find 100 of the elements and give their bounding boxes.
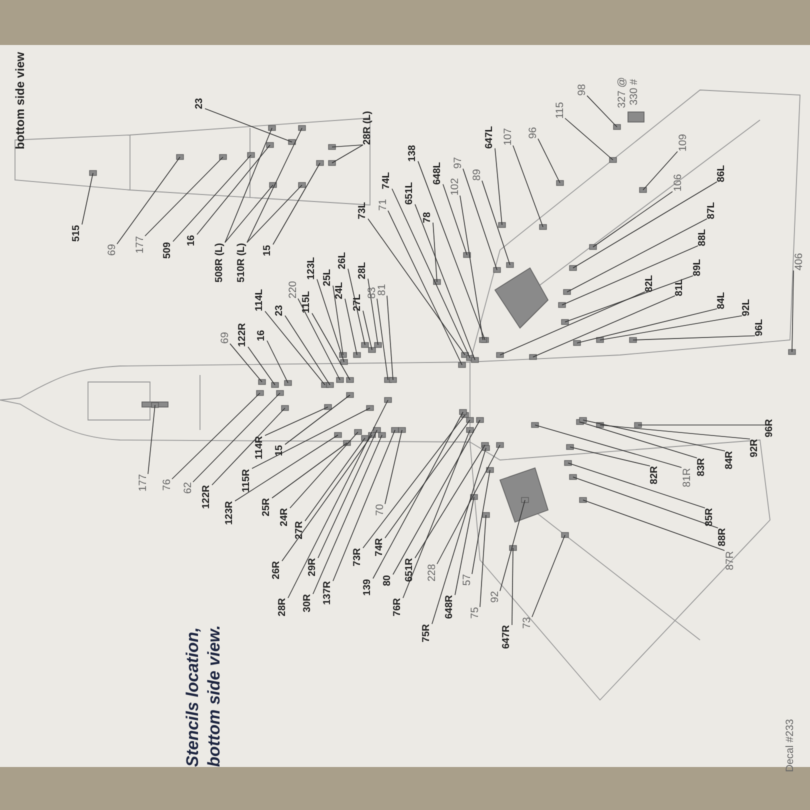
leader-line — [304, 438, 366, 522]
callout-number: 81L — [675, 278, 685, 296]
callout-number: 62 — [182, 482, 193, 494]
leader-line — [642, 151, 678, 190]
leader-line — [532, 295, 676, 358]
callout-number: 509 — [163, 242, 173, 258]
leader-line — [388, 210, 462, 366]
leader-line — [500, 500, 526, 592]
callout-number: 648R — [445, 595, 455, 619]
note-text: 327 @ — [616, 76, 627, 108]
callout-number: 228 — [426, 564, 437, 582]
leader-line — [230, 343, 262, 382]
callout-number: 88R — [718, 528, 728, 546]
leader-line — [212, 408, 286, 486]
leader-line — [480, 514, 486, 608]
leader-line — [572, 181, 718, 268]
callout-number: 88L — [698, 228, 708, 246]
leader-line — [368, 218, 466, 356]
leader-line — [564, 118, 614, 160]
leader-line — [298, 298, 340, 380]
callout-number: 96 — [528, 127, 538, 139]
callout-number: 71 — [378, 199, 388, 211]
callout-number: 25R — [262, 498, 272, 516]
leader-line — [248, 346, 276, 386]
callout-number: 122R — [238, 323, 248, 347]
callout-number: 406 — [794, 253, 804, 271]
note-text: 330 # — [628, 79, 639, 106]
leader-line — [600, 424, 750, 440]
leader-line — [592, 191, 673, 248]
leader-line — [252, 408, 370, 469]
callout-number: 73 — [522, 617, 532, 629]
callout-number: 75R — [422, 624, 432, 642]
callout-number: 24L — [335, 282, 345, 299]
callout-number: 220 — [288, 281, 298, 299]
leader-line — [600, 315, 742, 340]
leader-line — [582, 500, 725, 551]
leader-line — [792, 270, 794, 352]
callout-number: 85R — [705, 508, 715, 526]
callout-number: 138 — [408, 144, 418, 162]
leader-line — [234, 434, 338, 502]
leader-line — [264, 310, 326, 386]
leader-line — [392, 188, 470, 358]
callout-number: 109 — [678, 134, 688, 152]
leader-line — [534, 424, 682, 468]
leader-line — [372, 412, 464, 579]
leader-line — [376, 298, 388, 380]
callout-number: 30R — [303, 594, 313, 612]
callout-number: 123R — [225, 501, 235, 525]
callout-number: 648L — [433, 162, 443, 184]
leader-line — [500, 291, 646, 356]
leader-line — [332, 430, 396, 582]
callout-number: 651L — [405, 182, 415, 204]
callout-number: 75 — [470, 607, 480, 619]
callout-number: 81 — [376, 284, 387, 296]
leader-line — [570, 446, 650, 466]
leader-line — [362, 414, 466, 548]
leader-line — [82, 172, 94, 225]
callout-number: 177 — [138, 474, 148, 492]
leader-line — [246, 184, 302, 243]
callout-number: 28R (L) — [363, 111, 373, 145]
callout-number: 27R — [295, 521, 305, 540]
callout-number: 87R — [724, 550, 735, 570]
leader-line — [566, 218, 708, 292]
callout-number: 74R — [375, 538, 385, 556]
note-text: Decal #233 — [784, 718, 795, 772]
callout-number: 114L — [255, 289, 265, 312]
leader-line — [332, 144, 364, 148]
callout-number: 96L — [755, 318, 765, 336]
callout-number: 89L — [693, 258, 703, 276]
callout-number: 177 — [134, 236, 145, 254]
leader-line — [386, 295, 394, 380]
leader-line — [432, 222, 438, 282]
callout-number: 84L — [717, 292, 727, 309]
leader-line — [192, 392, 280, 482]
leader-line — [312, 312, 350, 380]
callout-number: 84R — [725, 451, 735, 470]
leader-line — [632, 335, 756, 340]
callout-number: 83 — [366, 287, 377, 299]
leader-line — [436, 444, 500, 564]
callout-number: 74L — [382, 172, 392, 189]
callout-number: 92R — [750, 439, 760, 458]
callout-number: 87L — [707, 202, 717, 219]
leader-line — [482, 180, 510, 266]
callout-number: 28R — [278, 598, 288, 616]
callout-number: 647L — [485, 126, 495, 148]
leader-line — [384, 430, 402, 504]
callout-number: 28L — [358, 262, 368, 279]
leader-line — [116, 156, 180, 244]
callout-number: 57 — [462, 574, 472, 586]
leader-line — [284, 315, 330, 386]
leader-line — [462, 168, 498, 270]
leader-line — [368, 278, 378, 346]
leader-line — [148, 404, 156, 474]
callout-number: 76 — [162, 479, 172, 491]
leader-line — [264, 406, 328, 436]
callout-number: 70 — [374, 504, 385, 516]
leader-line — [266, 340, 288, 384]
leader-line — [204, 108, 292, 142]
callout-number: 508R (L) — [215, 242, 225, 282]
leader-line — [586, 95, 618, 128]
